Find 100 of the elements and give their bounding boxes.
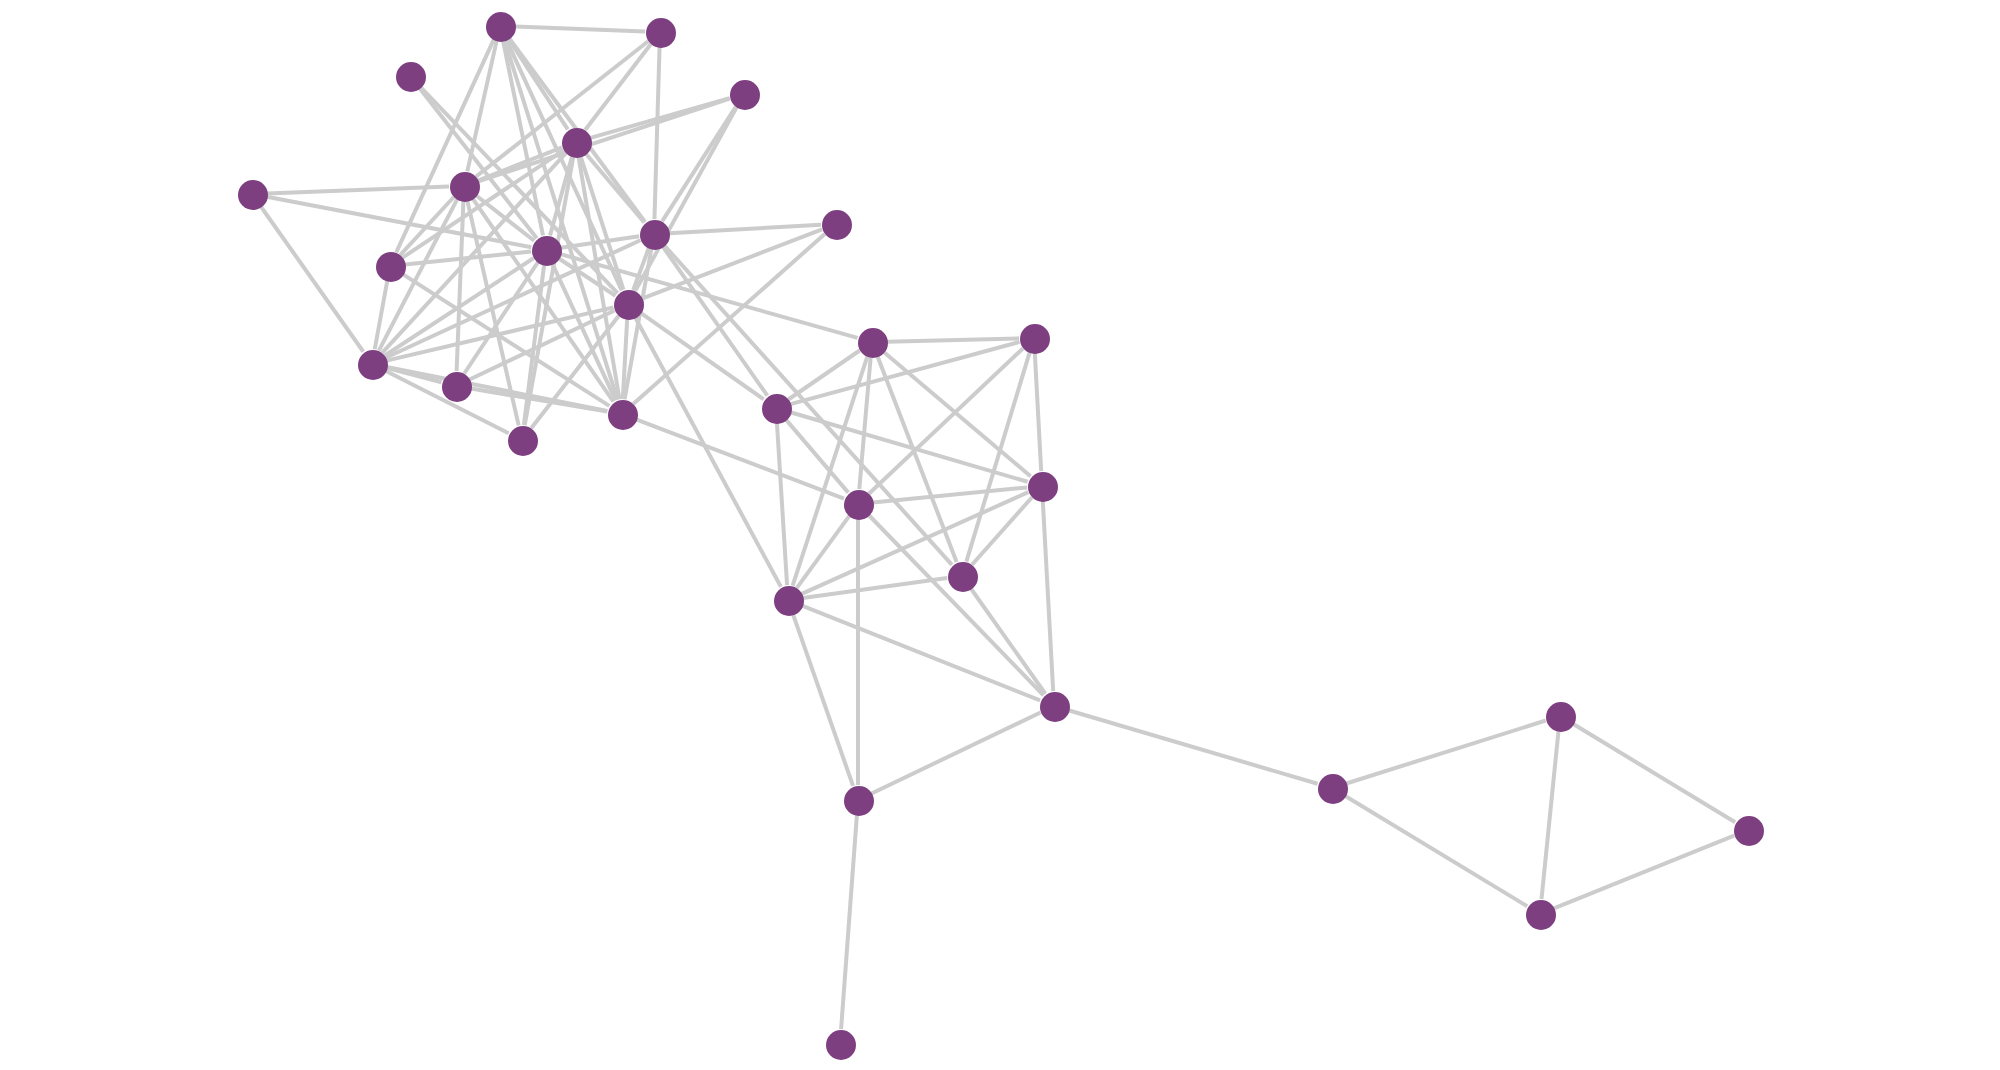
connector-line <box>560 234 640 250</box>
network-node <box>607 399 637 429</box>
connector-line <box>377 198 459 352</box>
connector-line <box>1345 718 1547 786</box>
connector-line <box>870 710 1042 796</box>
connector-line <box>652 46 662 220</box>
connector-line <box>477 145 563 183</box>
network-node <box>485 11 515 41</box>
connector-line <box>583 42 653 132</box>
connector-line <box>1553 833 1735 911</box>
network-node <box>613 289 643 319</box>
connector-line <box>660 245 770 397</box>
network-node <box>1733 815 1763 845</box>
connector-line <box>386 365 442 385</box>
connector-line <box>504 38 624 292</box>
network-node <box>1027 471 1057 501</box>
connector-line <box>380 151 568 355</box>
connector-line <box>631 247 651 291</box>
network-node <box>761 393 791 423</box>
connector-line <box>259 205 365 353</box>
connector-line <box>867 513 1045 697</box>
connector-line <box>468 308 616 382</box>
connector-line <box>372 280 390 350</box>
connector-line <box>386 305 614 363</box>
connector-line <box>802 576 948 600</box>
connector-line <box>789 340 1021 406</box>
connector-line <box>668 222 822 236</box>
connector-line <box>620 318 630 400</box>
connector-line <box>795 514 851 590</box>
connector-line <box>418 85 620 295</box>
network-node <box>639 219 669 249</box>
network-node <box>531 235 561 265</box>
connector-line <box>550 262 618 402</box>
connector-line <box>1032 352 1044 472</box>
network-node <box>1525 899 1555 929</box>
connector-line <box>266 184 450 196</box>
network-node <box>375 251 405 281</box>
connector-line <box>384 369 510 435</box>
network-node <box>729 79 759 109</box>
connector-line <box>521 264 547 426</box>
network-node <box>1019 323 1049 353</box>
connector-line <box>514 24 646 34</box>
network-node <box>821 209 851 239</box>
network-node <box>857 327 887 357</box>
connector-line <box>800 490 1030 596</box>
network-node <box>441 371 471 401</box>
connector-line <box>872 485 1028 505</box>
connector-line <box>875 355 959 563</box>
network-node <box>449 171 479 201</box>
connector-line <box>584 152 646 224</box>
connector-line <box>839 814 859 1030</box>
connector-line <box>529 314 621 430</box>
network-node <box>843 785 873 815</box>
connector-line <box>557 256 617 298</box>
connector-line <box>462 261 540 375</box>
connector-line <box>559 252 859 340</box>
connector-line <box>1343 794 1529 908</box>
connector-line <box>401 148 565 260</box>
connector-line <box>454 200 466 372</box>
network-node <box>773 585 803 615</box>
connector-line <box>501 40 545 236</box>
connector-line <box>790 355 870 587</box>
connector-line <box>856 519 860 785</box>
connector-line <box>394 38 496 254</box>
connector-line <box>633 316 783 588</box>
connector-line <box>502 39 620 401</box>
connector-line <box>787 348 861 402</box>
network-node <box>1039 691 1069 721</box>
network-node <box>237 179 267 209</box>
connector-line <box>266 194 532 250</box>
network-node <box>1317 773 1347 803</box>
connector-line <box>417 86 539 240</box>
connector-line <box>969 587 1047 695</box>
connector-line <box>470 197 616 403</box>
network-node <box>947 561 977 591</box>
connector-line <box>631 232 827 406</box>
connector-line <box>383 256 535 358</box>
network-node <box>507 425 537 455</box>
connector-line <box>578 155 626 291</box>
connector-line <box>548 155 574 237</box>
connector-line <box>639 311 765 401</box>
network-node <box>1545 701 1575 731</box>
network-node <box>843 489 873 519</box>
connector-line <box>465 200 521 426</box>
connector-line <box>470 386 608 414</box>
connector-line <box>970 495 1034 567</box>
connector-line <box>789 410 1029 484</box>
connector-line <box>1571 722 1737 824</box>
connector-line <box>964 351 1032 563</box>
connector-line <box>398 195 456 257</box>
connector-line <box>465 40 499 172</box>
connector-line <box>886 336 1020 344</box>
connector-line <box>386 364 608 414</box>
connector-line <box>1539 730 1561 900</box>
connector-line <box>622 248 654 400</box>
connector-line <box>404 249 532 267</box>
connector-line <box>662 243 954 567</box>
connector-line <box>784 418 850 494</box>
connector-line <box>791 613 855 787</box>
connector-line <box>774 422 790 586</box>
